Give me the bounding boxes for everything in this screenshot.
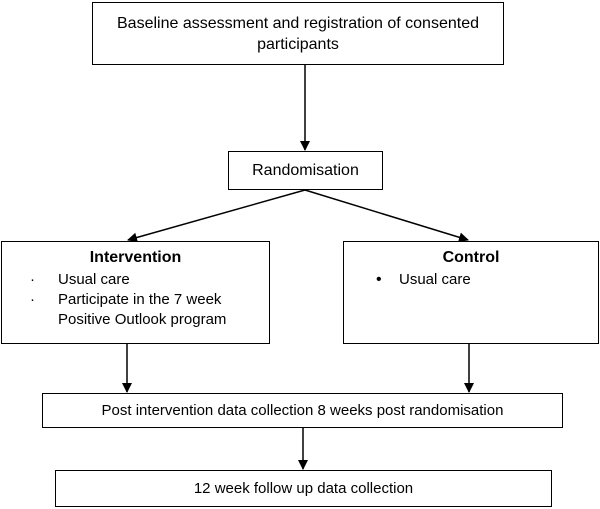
randomisation-text: Randomisation (252, 161, 359, 179)
control-list: • Usual care (344, 270, 598, 290)
intervention-item-text: Participate in the 7 week Positive Outlo… (58, 291, 227, 328)
intervention-box: Intervention · Usual care · Participate … (1, 241, 270, 344)
intervention-item-text: Usual care (58, 271, 130, 288)
control-item-usual-care: • Usual care (344, 270, 598, 290)
intervention-title: Intervention (89, 249, 182, 266)
control-item-text: Usual care (399, 271, 471, 288)
control-title: Control (442, 249, 500, 266)
baseline-assessment-box: Baseline assessment and registration of … (92, 2, 504, 65)
arrow-randomisation-to-intervention (127, 189, 306, 243)
intervention-list: · Usual care · Participate in the 7 week… (2, 270, 269, 330)
post-intervention-text: Post intervention data collection 8 week… (101, 402, 504, 419)
bullet-icon: • (376, 271, 382, 288)
arrow-randomisation-to-control (304, 189, 469, 243)
randomisation-box: Randomisation (228, 151, 383, 190)
intervention-item-program: · Participate in the 7 week Positive Out… (2, 290, 269, 330)
followup-text: 12 week follow up data collection (193, 480, 414, 497)
intervention-item-usual-care: · Usual care (2, 270, 269, 290)
control-box: Control • Usual care (343, 241, 599, 344)
followup-box: 12 week follow up data collection (55, 470, 552, 507)
post-intervention-box: Post intervention data collection 8 week… (42, 393, 563, 428)
baseline-assessment-text: Baseline assessment and registration of … (117, 14, 479, 53)
bullet-icon: · (30, 291, 35, 308)
bullet-icon: · (30, 271, 35, 288)
